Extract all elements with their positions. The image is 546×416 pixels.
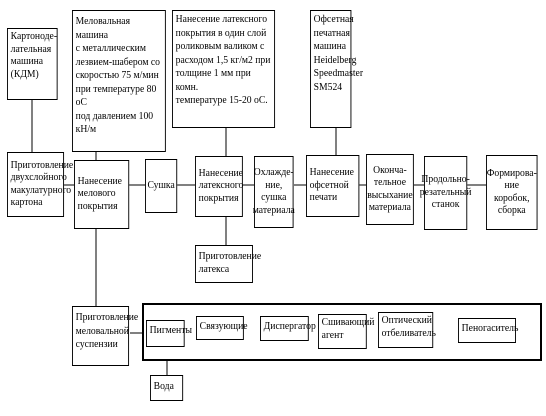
latex-prep-box: Приготовление латекса	[195, 245, 261, 283]
printing-box: Нанесение офсетной печати	[306, 155, 360, 217]
slitting-box: Продольно- резательный станок	[420, 156, 471, 230]
coating-machine-box: Меловальная машина с металлическим лезви…	[72, 10, 166, 152]
brightener-box: Оптический отбеливатель	[378, 312, 436, 348]
cardboard-prep-box: Приготовление двухслойного макулатурного…	[7, 152, 73, 217]
water-box: Вода	[150, 375, 184, 401]
pigments-box: Пигменты	[146, 320, 192, 347]
latex-box: Нанесение латексного покрытия	[195, 156, 243, 217]
suspension-prep-box: Приготовление меловальной суспензии	[72, 306, 138, 366]
final-drying-box: Оконча- тельное высыхание материала	[366, 154, 414, 225]
latex-coating-box: Нанесение латексного покрытия в один сло…	[172, 10, 276, 128]
offset-press-box: Офсетная печатная машина Heidelberg Spee…	[310, 10, 363, 128]
forming-box: Формирова- ние коробок, сборка	[486, 155, 538, 230]
binders-box: Связующие	[196, 316, 248, 340]
crosslinker-box: Сшивающий агент	[318, 314, 374, 349]
drying-box: Сушка	[145, 159, 178, 213]
kdm-box: Картоноде- лательная машина (КДМ)	[7, 28, 58, 100]
cooling-box: Охлажде- ние, сушка материала	[253, 156, 295, 228]
dispersant-box: Диспергатор	[260, 316, 316, 341]
defoamer-box: Пеногаситель	[458, 318, 518, 343]
coating-box: Нанесение мелового покрытия	[74, 160, 130, 229]
